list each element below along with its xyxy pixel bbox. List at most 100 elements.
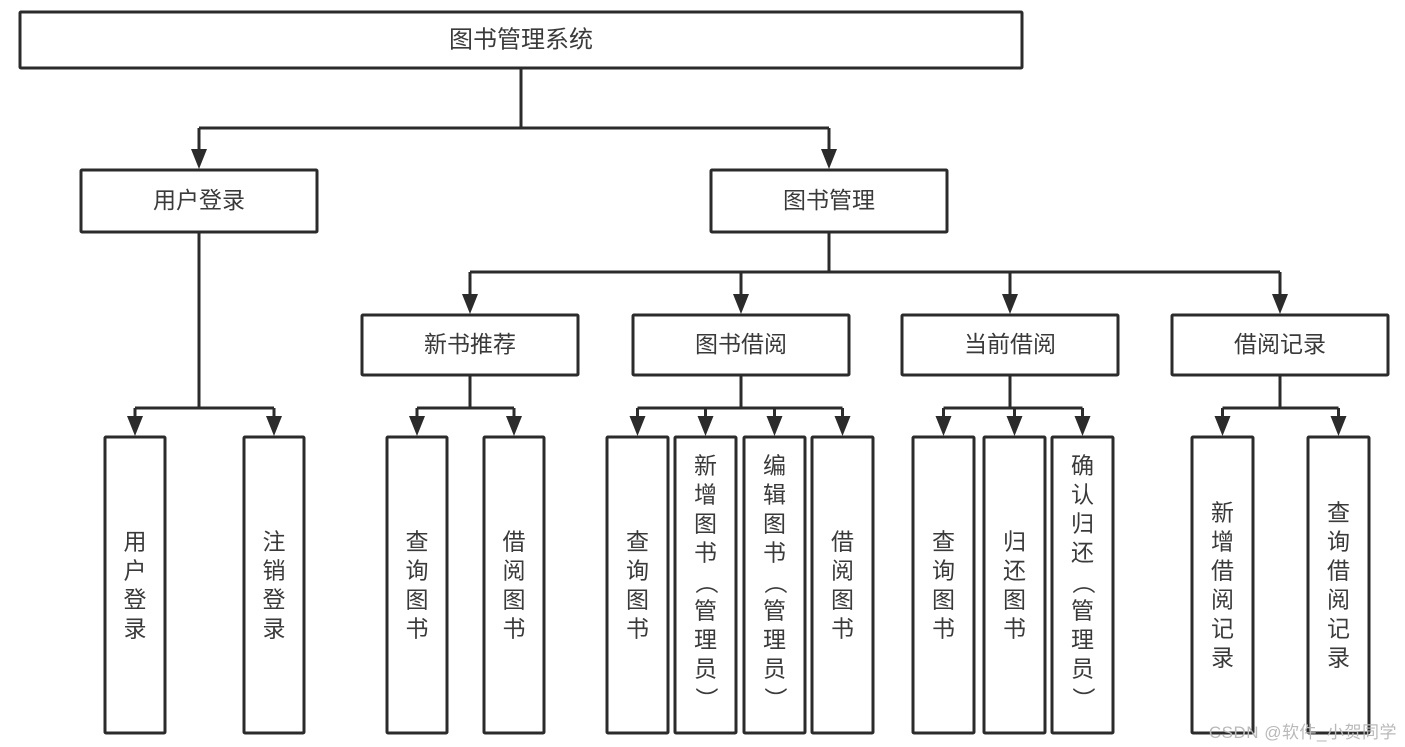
arrow-head-icon — [766, 416, 783, 436]
node-label: 图书管理系统 — [449, 26, 593, 53]
node-box — [1050, 435, 1115, 735]
node-box — [79, 168, 319, 234]
node-label-char: 员 — [1071, 656, 1094, 682]
node-label-char: 书 — [626, 616, 649, 642]
node-label-char: 查 — [626, 529, 649, 555]
node-box — [385, 435, 449, 735]
node-label-char: 新 — [1211, 500, 1234, 526]
node-label-char: 书 — [763, 540, 786, 566]
node-label-char: 询 — [1327, 529, 1350, 555]
node-label-char: 管 — [1071, 598, 1094, 624]
arrow-head-icon — [1006, 416, 1023, 436]
node-user-login[interactable]: 用户登录 — [79, 168, 319, 234]
arrow-head-icon — [935, 416, 952, 436]
node-new-book-recommend[interactable]: 新书推荐 — [360, 313, 580, 377]
node-box — [18, 10, 1024, 70]
node-label-char: 员 — [763, 656, 786, 682]
node-label-char: 管 — [694, 598, 717, 624]
arrow-head-icon — [127, 416, 143, 436]
node-root[interactable]: 图书管理系统 — [18, 10, 1024, 70]
node-box — [709, 168, 949, 234]
node-label-char: （ — [694, 571, 720, 594]
node-box — [1190, 435, 1255, 735]
arrow-head-icon — [1272, 294, 1288, 314]
node-label: 当前借阅 — [964, 331, 1056, 357]
node-label-char: 确 — [1071, 453, 1094, 479]
node-label-char: 查 — [406, 529, 429, 555]
node-label-char: 录 — [1211, 645, 1234, 671]
node-label-char: 询 — [932, 558, 955, 584]
node-label-char: ） — [694, 687, 720, 710]
node-label-char: 图 — [626, 587, 649, 613]
node-box — [103, 435, 167, 735]
node-label-char: 登 — [263, 587, 286, 613]
connectors-layer — [127, 68, 1347, 436]
node-label-char: 图 — [1003, 587, 1026, 613]
node-label-char: 辑 — [763, 482, 786, 508]
node-box — [900, 313, 1120, 377]
node-label-char: 书 — [503, 616, 526, 642]
node-label-char: 记 — [1327, 616, 1350, 642]
node-box — [982, 435, 1047, 735]
node-label-char: 图 — [406, 587, 429, 613]
nodes-layer: 图书管理系统用户登录图书管理新书推荐图书借阅当前借阅借阅记录用户登录注销登录查询… — [18, 10, 1390, 735]
node-borrow-record[interactable]: 借阅记录 — [1170, 313, 1390, 377]
node-label-char: 归 — [1003, 529, 1026, 555]
node-label-char: 询 — [626, 558, 649, 584]
arrow-head-icon — [266, 416, 282, 436]
node-label: 图书管理 — [783, 187, 875, 213]
arrow-head-icon — [821, 149, 837, 169]
node-label-char: 图 — [503, 587, 526, 613]
node-label-char: ） — [1071, 687, 1097, 710]
node-label-char: 管 — [763, 598, 786, 624]
node-label-char: 书 — [1003, 616, 1026, 642]
node-box — [1170, 313, 1390, 377]
node-box — [911, 435, 976, 735]
arrow-head-icon — [1214, 416, 1231, 436]
arrow-head-icon — [1074, 416, 1091, 436]
node-box — [673, 435, 738, 735]
node-label-char: 理 — [1071, 627, 1094, 653]
node-label-char: 登 — [124, 587, 147, 613]
node-label-char: 员 — [694, 656, 717, 682]
node-label: 新书推荐 — [424, 331, 516, 357]
node-label-char: 还 — [1071, 540, 1094, 566]
node-label-char: 录 — [263, 616, 286, 642]
node-label-char: 还 — [1003, 558, 1026, 584]
node-label-char: 认 — [1071, 482, 1094, 508]
node-label-char: 查 — [932, 529, 955, 555]
node-label-char: 录 — [1327, 645, 1350, 671]
node-label-char: 销 — [263, 558, 286, 584]
node-label: 图书借阅 — [695, 331, 787, 357]
node-box — [605, 435, 670, 735]
node-book-manage[interactable]: 图书管理 — [709, 168, 949, 234]
node-label-char: 书 — [694, 540, 717, 566]
arrow-head-icon — [697, 416, 714, 436]
node-label-char: 记 — [1211, 616, 1234, 642]
node-current-borrow[interactable]: 当前借阅 — [900, 313, 1120, 377]
arrow-head-icon — [1330, 416, 1347, 436]
node-label-char: 阅 — [1211, 587, 1234, 613]
node-label-char: 询 — [406, 558, 429, 584]
node-leaf-user-login[interactable]: 用户登录 — [103, 435, 167, 735]
node-label-char: 阅 — [831, 558, 854, 584]
node-label-char: 书 — [932, 616, 955, 642]
node-label-char: 图 — [694, 511, 717, 537]
node-label-char: 阅 — [503, 558, 526, 584]
node-book-borrow[interactable]: 图书借阅 — [631, 313, 851, 377]
node-box — [242, 435, 306, 735]
arrow-head-icon — [629, 416, 646, 436]
